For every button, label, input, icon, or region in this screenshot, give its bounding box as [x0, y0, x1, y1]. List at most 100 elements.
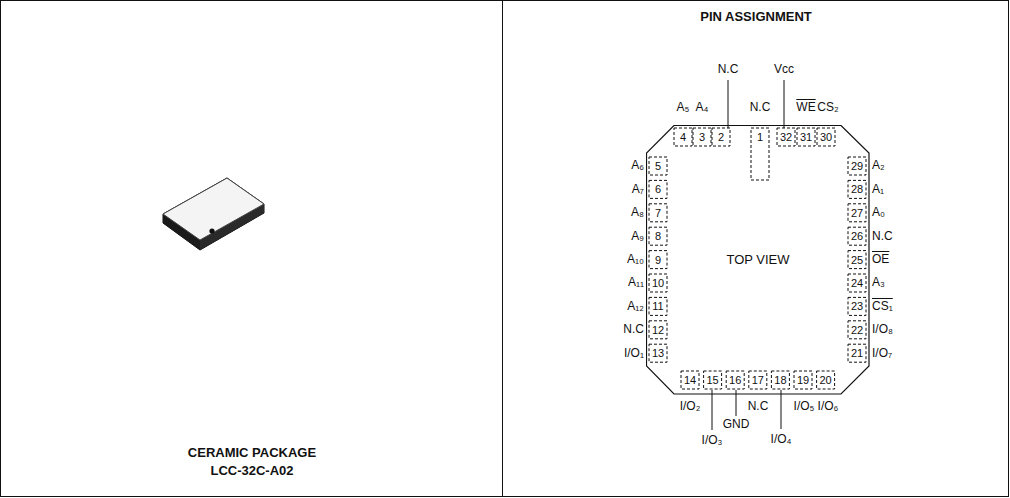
- pin-name: A₅: [677, 101, 690, 114]
- pin-name: N.C: [872, 230, 893, 243]
- pin-number: 12: [652, 324, 664, 336]
- pin-number: 9: [655, 254, 661, 266]
- pin-pad: [649, 321, 667, 339]
- pin-number: 4: [680, 131, 686, 143]
- pin-number: 29: [851, 160, 863, 172]
- pin-name: N.C: [748, 400, 769, 413]
- pin-pad: [777, 128, 795, 146]
- pin-name: A₀: [872, 206, 885, 219]
- pin-name: N.C: [623, 323, 644, 336]
- pin-name: N.C: [750, 101, 771, 114]
- pin-pad: [751, 128, 769, 180]
- pin-pad: [817, 128, 835, 146]
- pin-pad: [674, 128, 692, 146]
- pin-name: A₄: [696, 101, 709, 114]
- pin-name: A₇: [632, 183, 644, 196]
- pin-number: 11: [652, 300, 663, 312]
- pin-name: I/O₆: [818, 400, 839, 413]
- package-caption: LCC-32C-A02: [210, 464, 293, 478]
- view-label: TOP VIEW: [726, 253, 789, 267]
- pin-number: 32: [780, 131, 792, 143]
- pin-pad: [649, 180, 667, 198]
- pin-name: I/O₇: [872, 347, 892, 360]
- pin-pad: [797, 128, 815, 146]
- pin-name: A₁₂: [627, 300, 644, 313]
- chip-illustration: [163, 178, 264, 250]
- pin-number: 18: [774, 374, 786, 386]
- pin-number: 23: [851, 300, 863, 312]
- pin-name: I/O₈: [872, 323, 893, 336]
- pin-number: 3: [699, 131, 705, 143]
- pin-number: 25: [851, 254, 863, 266]
- pin-name: I/O₅: [794, 400, 815, 413]
- pin-pad: [848, 251, 866, 269]
- pin-pad: [704, 371, 722, 389]
- pin-number: 27: [851, 207, 863, 219]
- pin-number: 1: [757, 131, 763, 143]
- pin-pad: [848, 180, 866, 198]
- pin-name: A₃: [872, 276, 885, 289]
- pin-number: 15: [706, 374, 718, 386]
- pin-number: 13: [652, 347, 664, 359]
- pin-name: I/O₄: [771, 433, 792, 446]
- pin-number: 22: [851, 324, 863, 336]
- pin-name: WE: [796, 101, 815, 114]
- pin-name: OE: [872, 253, 889, 266]
- pin-pad: [726, 371, 744, 389]
- pin-pad: [649, 204, 667, 222]
- pin-name: I/O₃: [702, 434, 723, 447]
- pin-name: I/O₂: [680, 400, 701, 413]
- pin-pad: [649, 274, 667, 292]
- pin-name: N.C: [718, 63, 739, 76]
- pin-number: 17: [752, 374, 764, 386]
- pin-number: 10: [652, 277, 664, 289]
- pin-pad: [848, 297, 866, 315]
- pin-pad: [649, 251, 667, 269]
- pin-number: 5: [655, 160, 661, 172]
- pin-name: I/O₁: [624, 347, 644, 360]
- pin-pad: [817, 371, 835, 389]
- pin-pad: [771, 371, 789, 389]
- pin-pads: [649, 128, 866, 389]
- pin-pad: [649, 227, 667, 245]
- pin-pad: [712, 128, 730, 146]
- pin-pad: [848, 204, 866, 222]
- pin-name: A₂: [872, 159, 885, 172]
- pin-name: A₆: [631, 159, 644, 172]
- pin-pad: [649, 297, 667, 315]
- pin-pad: [649, 157, 667, 175]
- pin-number: 6: [655, 183, 661, 195]
- pin-number: 19: [797, 374, 809, 386]
- panel-title: PIN ASSIGNMENT: [700, 10, 811, 24]
- pin-name: A₁: [872, 183, 884, 196]
- pin-number: 30: [820, 131, 832, 143]
- pin-pad: [681, 371, 699, 389]
- pin-number: 31: [800, 131, 812, 143]
- panel-box: CERAMIC PACKAGE LCC-32C-A02: [0, 0, 503, 497]
- pin-number: 26: [851, 230, 863, 242]
- pin-name: CS₂: [817, 101, 838, 114]
- pin-pad: [749, 371, 767, 389]
- pin-name: A₉: [631, 230, 644, 243]
- pin-number: 7: [655, 207, 661, 219]
- package-caption: CERAMIC PACKAGE: [188, 446, 316, 460]
- pin-pad: [848, 344, 866, 362]
- pin-pad: [848, 274, 866, 292]
- pin-number: 16: [729, 374, 741, 386]
- pin-number: 28: [851, 183, 863, 195]
- pin-number: 21: [851, 347, 863, 359]
- pin-pad: [848, 227, 866, 245]
- pin-number: 2: [718, 131, 724, 143]
- pin-pad: [794, 371, 812, 389]
- pin-name: CS₁: [872, 300, 893, 313]
- pin-name: GND: [723, 418, 750, 431]
- pin-pad: [693, 128, 711, 146]
- pin-pad: [649, 344, 667, 362]
- pin-name: Vcc: [774, 63, 794, 76]
- pin-name: A₁₀: [627, 253, 644, 266]
- pin-name: A₁₁: [628, 276, 644, 289]
- pin-number: 8: [655, 230, 661, 242]
- pin-pad: [848, 321, 866, 339]
- pin-number: 24: [851, 277, 863, 289]
